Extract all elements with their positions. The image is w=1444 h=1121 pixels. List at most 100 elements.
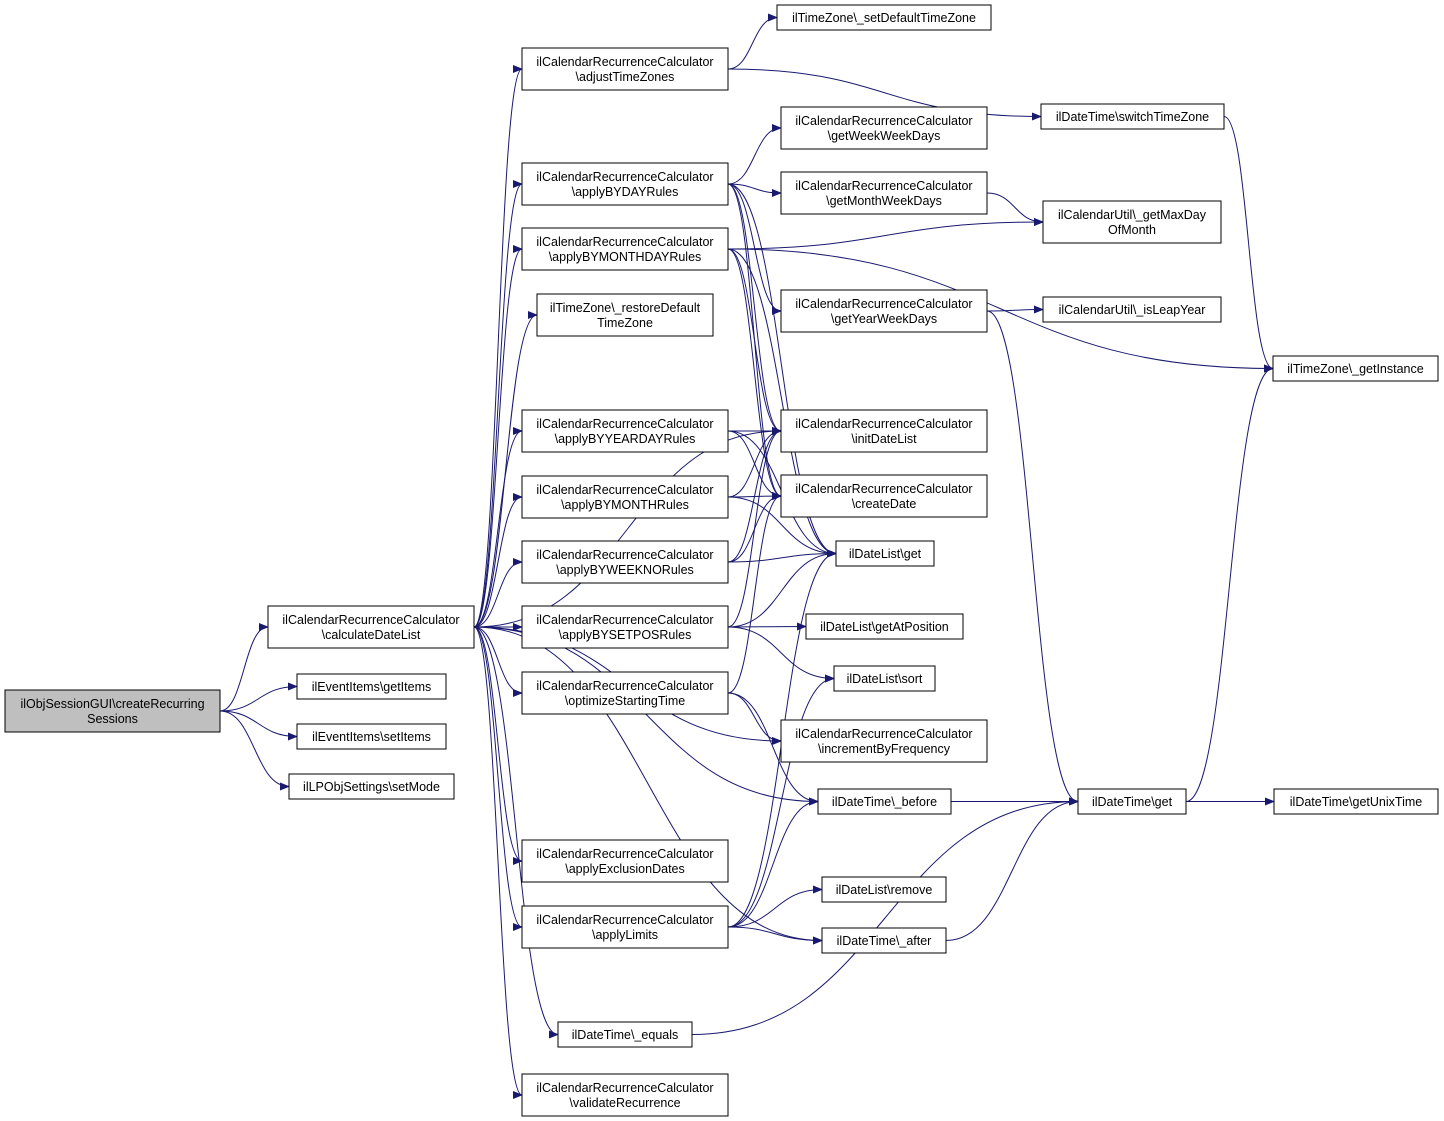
node-label-byMonth-0: ilCalendarRecurrenceCalculator	[536, 483, 713, 497]
node-unixTime[interactable]: ilDateTime\getUnixTime	[1273, 788, 1439, 815]
node-getInstance[interactable]: ilTimeZone\_getInstance	[1272, 355, 1439, 382]
node-setDefaultTZ[interactable]: ilTimeZone\_setDefaultTimeZone	[776, 4, 992, 31]
node-getAtPosition[interactable]: ilDateList\getAtPosition	[805, 613, 964, 640]
edge-calculateDateList-to-byWeekNo	[473, 558, 523, 628]
node-box-unixTime	[1273, 788, 1439, 815]
node-initDateList[interactable]: ilCalendarRecurrenceCalculator\initDateL…	[780, 409, 988, 453]
node-box-restoreTZ	[536, 293, 714, 337]
node-validate[interactable]: ilCalendarRecurrenceCalculator\validateR…	[521, 1073, 729, 1117]
node-label-leapYear-0: ilCalendarUtil\_isLeapYear	[1059, 303, 1206, 317]
node-bySetPos[interactable]: ilCalendarRecurrenceCalculator\applyBYSE…	[521, 605, 729, 649]
node-box-increment	[780, 719, 988, 763]
node-label-restoreTZ-0: ilTimeZone\_restoreDefault	[550, 301, 701, 315]
edge-byWeekNo-to-dateListGet	[727, 549, 837, 563]
edge-byMonthDay-to-initDateList	[727, 248, 782, 435]
node-box-eventSetItems	[296, 723, 447, 750]
node-label-lpSetMode-0: ilLPObjSettings\setMode	[303, 780, 440, 794]
node-label-root-1: Sessions	[87, 712, 138, 726]
node-label-yearWeekDays-1: \getYearWeekDays	[831, 312, 937, 326]
node-before[interactable]: ilDateTime\_before	[817, 788, 952, 815]
node-label-maxDay-1: OfMonth	[1108, 223, 1156, 237]
node-equals[interactable]: ilDateTime\_equals	[557, 1021, 693, 1048]
node-adjustTimeZones[interactable]: ilCalendarRecurrenceCalculator\adjustTim…	[521, 47, 729, 91]
node-label-optimize-1: \optimizeStartingTime	[565, 694, 685, 708]
node-label-bySetPos-1: \applyBYSETPOSRules	[559, 628, 692, 642]
edge-switchTZ-to-getInstance	[1223, 116, 1274, 373]
node-label-getInstance-0: ilTimeZone\_getInstance	[1287, 362, 1423, 376]
node-exclusion[interactable]: ilCalendarRecurrenceCalculator\applyExcl…	[521, 839, 729, 883]
node-byDay[interactable]: ilCalendarRecurrenceCalculator\applyBYDA…	[521, 162, 729, 206]
node-label-increment-0: ilCalendarRecurrenceCalculator	[795, 727, 972, 741]
edge-limits-to-before	[727, 797, 819, 928]
node-box-byMonthDay	[521, 227, 729, 271]
node-label-byDay-0: ilCalendarRecurrenceCalculator	[536, 170, 713, 184]
node-label-initDateList-1: \initDateList	[851, 432, 917, 446]
node-label-dateListGet-0: ilDateList\get	[849, 547, 922, 561]
node-label-createDate-1: \createDate	[852, 497, 917, 511]
node-label-limits-0: ilCalendarRecurrenceCalculator	[536, 913, 713, 927]
node-box-calculateDateList	[267, 605, 475, 649]
node-box-byYearDay	[521, 409, 729, 453]
node-monthWeekDays[interactable]: ilCalendarRecurrenceCalculator\getMonthW…	[780, 171, 988, 215]
node-label-before-0: ilDateTime\_before	[832, 795, 937, 809]
node-label-monthWeekDays-1: \getMonthWeekDays	[826, 194, 942, 208]
edge-limits-to-after	[727, 926, 823, 945]
node-yearWeekDays[interactable]: ilCalendarRecurrenceCalculator\getYearWe…	[780, 289, 988, 333]
node-eventGetItems[interactable]: ilEventItems\getItems	[296, 673, 447, 700]
node-dtGet[interactable]: ilDateTime\get	[1077, 788, 1187, 815]
edge-calculateDateList-to-initDateList	[473, 427, 782, 628]
node-box-getAtPosition	[805, 613, 964, 640]
node-label-eventSetItems-0: ilEventItems\setItems	[312, 730, 431, 744]
edge-root-to-eventGetItems	[219, 682, 298, 712]
edge-byDay-to-dateListGet	[727, 183, 837, 558]
node-box-byWeekNo	[521, 540, 729, 584]
node-label-restoreTZ-1: TimeZone	[597, 316, 653, 330]
node-byMonth[interactable]: ilCalendarRecurrenceCalculator\applyBYMO…	[521, 475, 729, 519]
node-box-remove	[821, 876, 947, 903]
node-label-validate-1: \validateRecurrence	[569, 1096, 680, 1110]
edge-limits-to-sort	[727, 674, 835, 928]
node-label-unixTime-0: ilDateTime\getUnixTime	[1290, 795, 1422, 809]
edge-after-to-dtGet	[945, 797, 1079, 941]
node-box-maxDay	[1042, 200, 1222, 244]
node-label-byDay-1: \applyBYDAYRules	[572, 185, 679, 199]
edge-calculateDateList-to-byDay	[473, 180, 523, 628]
node-after[interactable]: ilDateTime\_after	[821, 927, 947, 954]
node-byMonthDay[interactable]: ilCalendarRecurrenceCalculator\applyBYMO…	[521, 227, 729, 271]
node-box-after	[821, 927, 947, 954]
node-dateListGet[interactable]: ilDateList\get	[835, 540, 935, 567]
edge-limits-to-remove	[727, 885, 823, 928]
node-leapYear[interactable]: ilCalendarUtil\_isLeapYear	[1042, 296, 1222, 323]
node-label-monthWeekDays-0: ilCalendarRecurrenceCalculator	[795, 179, 972, 193]
node-label-byWeekNo-0: ilCalendarRecurrenceCalculator	[536, 548, 713, 562]
node-box-getInstance	[1272, 355, 1439, 382]
node-increment[interactable]: ilCalendarRecurrenceCalculator\increment…	[780, 719, 988, 763]
edge-byDay-to-yearWeekDays	[727, 183, 782, 315]
edge-byMonthDay-to-createDate	[727, 248, 782, 500]
node-remove[interactable]: ilDateList\remove	[821, 876, 947, 903]
node-byWeekNo[interactable]: ilCalendarRecurrenceCalculator\applyBYWE…	[521, 540, 729, 584]
edge-calculateDateList-to-optimize	[473, 626, 523, 697]
node-calculateDateList[interactable]: ilCalendarRecurrenceCalculator\calculate…	[267, 605, 475, 649]
node-label-maxDay-0: ilCalendarUtil\_getMaxDay	[1058, 208, 1207, 222]
node-limits[interactable]: ilCalendarRecurrenceCalculator\applyLimi…	[521, 905, 729, 949]
node-byYearDay[interactable]: ilCalendarRecurrenceCalculator\applyBYYE…	[521, 409, 729, 453]
node-lpSetMode[interactable]: ilLPObjSettings\setMode	[288, 773, 455, 800]
edge-byMonthDay-to-dateListGet	[727, 248, 837, 558]
edge-optimize-to-createDate	[727, 492, 782, 694]
node-optimize[interactable]: ilCalendarRecurrenceCalculator\optimizeS…	[521, 671, 729, 715]
node-label-remove-0: ilDateList\remove	[836, 883, 933, 897]
node-switchTZ[interactable]: ilDateTime\switchTimeZone	[1040, 103, 1225, 130]
edge-root-to-calculateDateList	[219, 623, 269, 712]
edge-byDay-to-monthWeekDays	[727, 183, 782, 197]
node-weekWeekDays[interactable]: ilCalendarRecurrenceCalculator\getWeekWe…	[780, 106, 988, 150]
node-sort[interactable]: ilDateList\sort	[833, 665, 936, 692]
node-box-before	[817, 788, 952, 815]
node-eventSetItems[interactable]: ilEventItems\setItems	[296, 723, 447, 750]
node-createDate[interactable]: ilCalendarRecurrenceCalculator\createDat…	[780, 474, 988, 518]
